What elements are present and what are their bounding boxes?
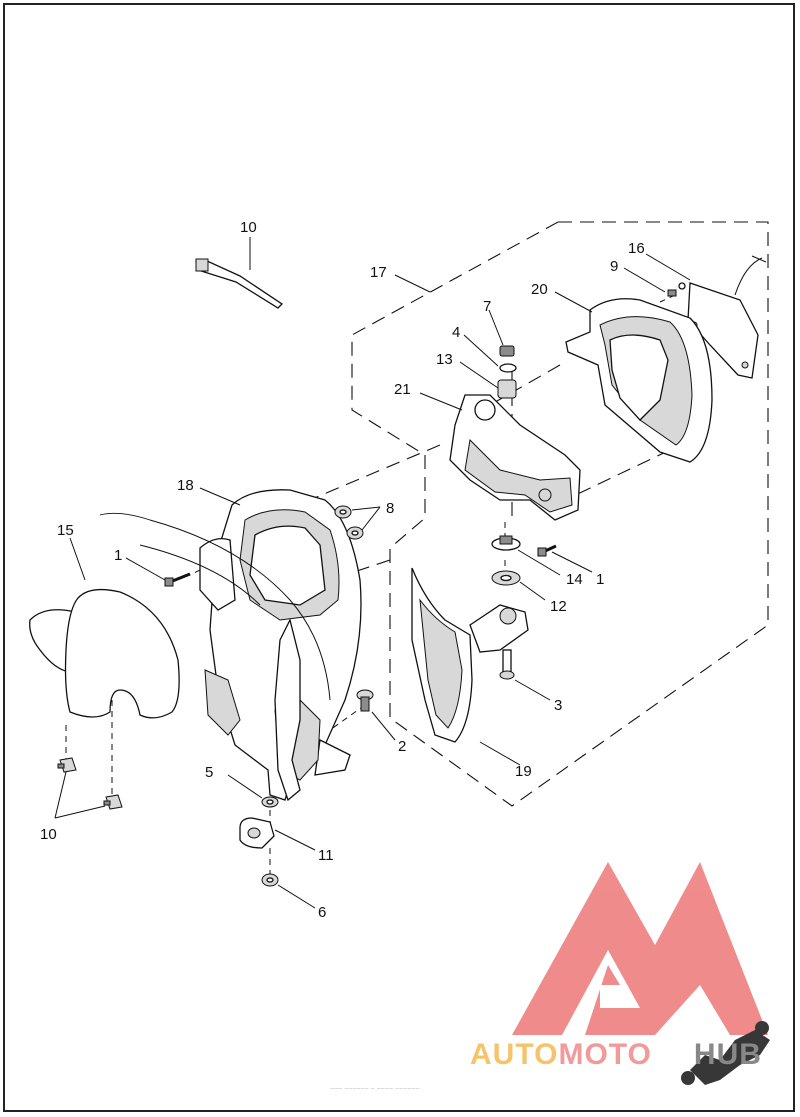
bolt-part-3 xyxy=(499,649,515,680)
callout-17: 16 xyxy=(628,240,645,257)
assembly-boundary xyxy=(351,221,769,807)
washer-nut-15 xyxy=(491,535,521,551)
callout-12: 11 xyxy=(318,847,334,864)
screw-part-9 xyxy=(667,282,686,297)
star-washer-14 xyxy=(491,570,521,586)
callout-1-left: 1 xyxy=(114,547,122,564)
callout-4: 4 xyxy=(452,324,460,341)
nut-part-6 xyxy=(261,873,279,887)
callout-1-right: 1 xyxy=(596,571,604,588)
logo-rider-icon xyxy=(690,1030,770,1085)
washer-part-5 xyxy=(261,796,279,808)
watermark-hub: HUB xyxy=(693,1038,762,1071)
fine-print: ~~~ ~~~~~~ ~ ~~~~ ~~~~~~ xyxy=(330,1086,420,1093)
callout-22: 21 xyxy=(394,381,411,398)
screw-part-1-left xyxy=(164,572,191,587)
logo-triangle-outer xyxy=(512,862,768,1035)
diagram-frame xyxy=(3,3,795,1112)
washers-part-8 xyxy=(334,505,364,540)
callout-13: 13 xyxy=(436,351,453,368)
watermark-moto: MOTO xyxy=(558,1038,652,1071)
callout-7: 7 xyxy=(483,298,491,315)
cable-strap-part xyxy=(195,258,284,309)
outer-cap-part xyxy=(29,588,180,719)
callout-labels: 10 17 16 9 20 7 4 13 21 18 8 15 1 14 1 1… xyxy=(40,219,645,921)
watermark-text: AUTOMOTO HUB xyxy=(470,1038,762,1078)
callout-18: 17 xyxy=(370,264,387,281)
leader-lines xyxy=(54,237,691,909)
callout-6: 6 xyxy=(318,904,326,921)
alignment-lines xyxy=(65,294,676,875)
rear-housing-part xyxy=(565,298,713,463)
callout-2: 2 xyxy=(398,738,406,755)
callout-16: 15 xyxy=(57,522,74,539)
grommet-stack xyxy=(497,345,517,399)
push-pin-part-2 xyxy=(356,689,374,712)
watermark-auto: AUTO xyxy=(470,1038,559,1071)
clips-part-10 xyxy=(57,757,123,810)
callout-19: 18 xyxy=(177,477,194,494)
callout-20: 19 xyxy=(515,763,532,780)
callout-11: 10 xyxy=(240,219,257,236)
callout-9: 9 xyxy=(610,258,618,275)
callout-10: 10 xyxy=(40,826,57,843)
screw-part-1-right xyxy=(537,544,557,557)
callout-15: 14 xyxy=(566,571,583,588)
lower-panel-part xyxy=(411,567,529,743)
callout-8: 8 xyxy=(386,500,394,517)
inner-bracket-part xyxy=(449,394,581,521)
callout-5: 5 xyxy=(205,764,213,781)
clamp-part-12 xyxy=(239,817,275,849)
main-fairing-part xyxy=(199,489,362,802)
callout-3: 3 xyxy=(554,697,562,714)
logo-triangle-inner xyxy=(562,950,640,1035)
callout-14: 12 xyxy=(550,598,567,615)
watermark-logo xyxy=(512,862,770,1085)
callout-21: 20 xyxy=(531,281,548,298)
wire-harness xyxy=(99,512,331,701)
